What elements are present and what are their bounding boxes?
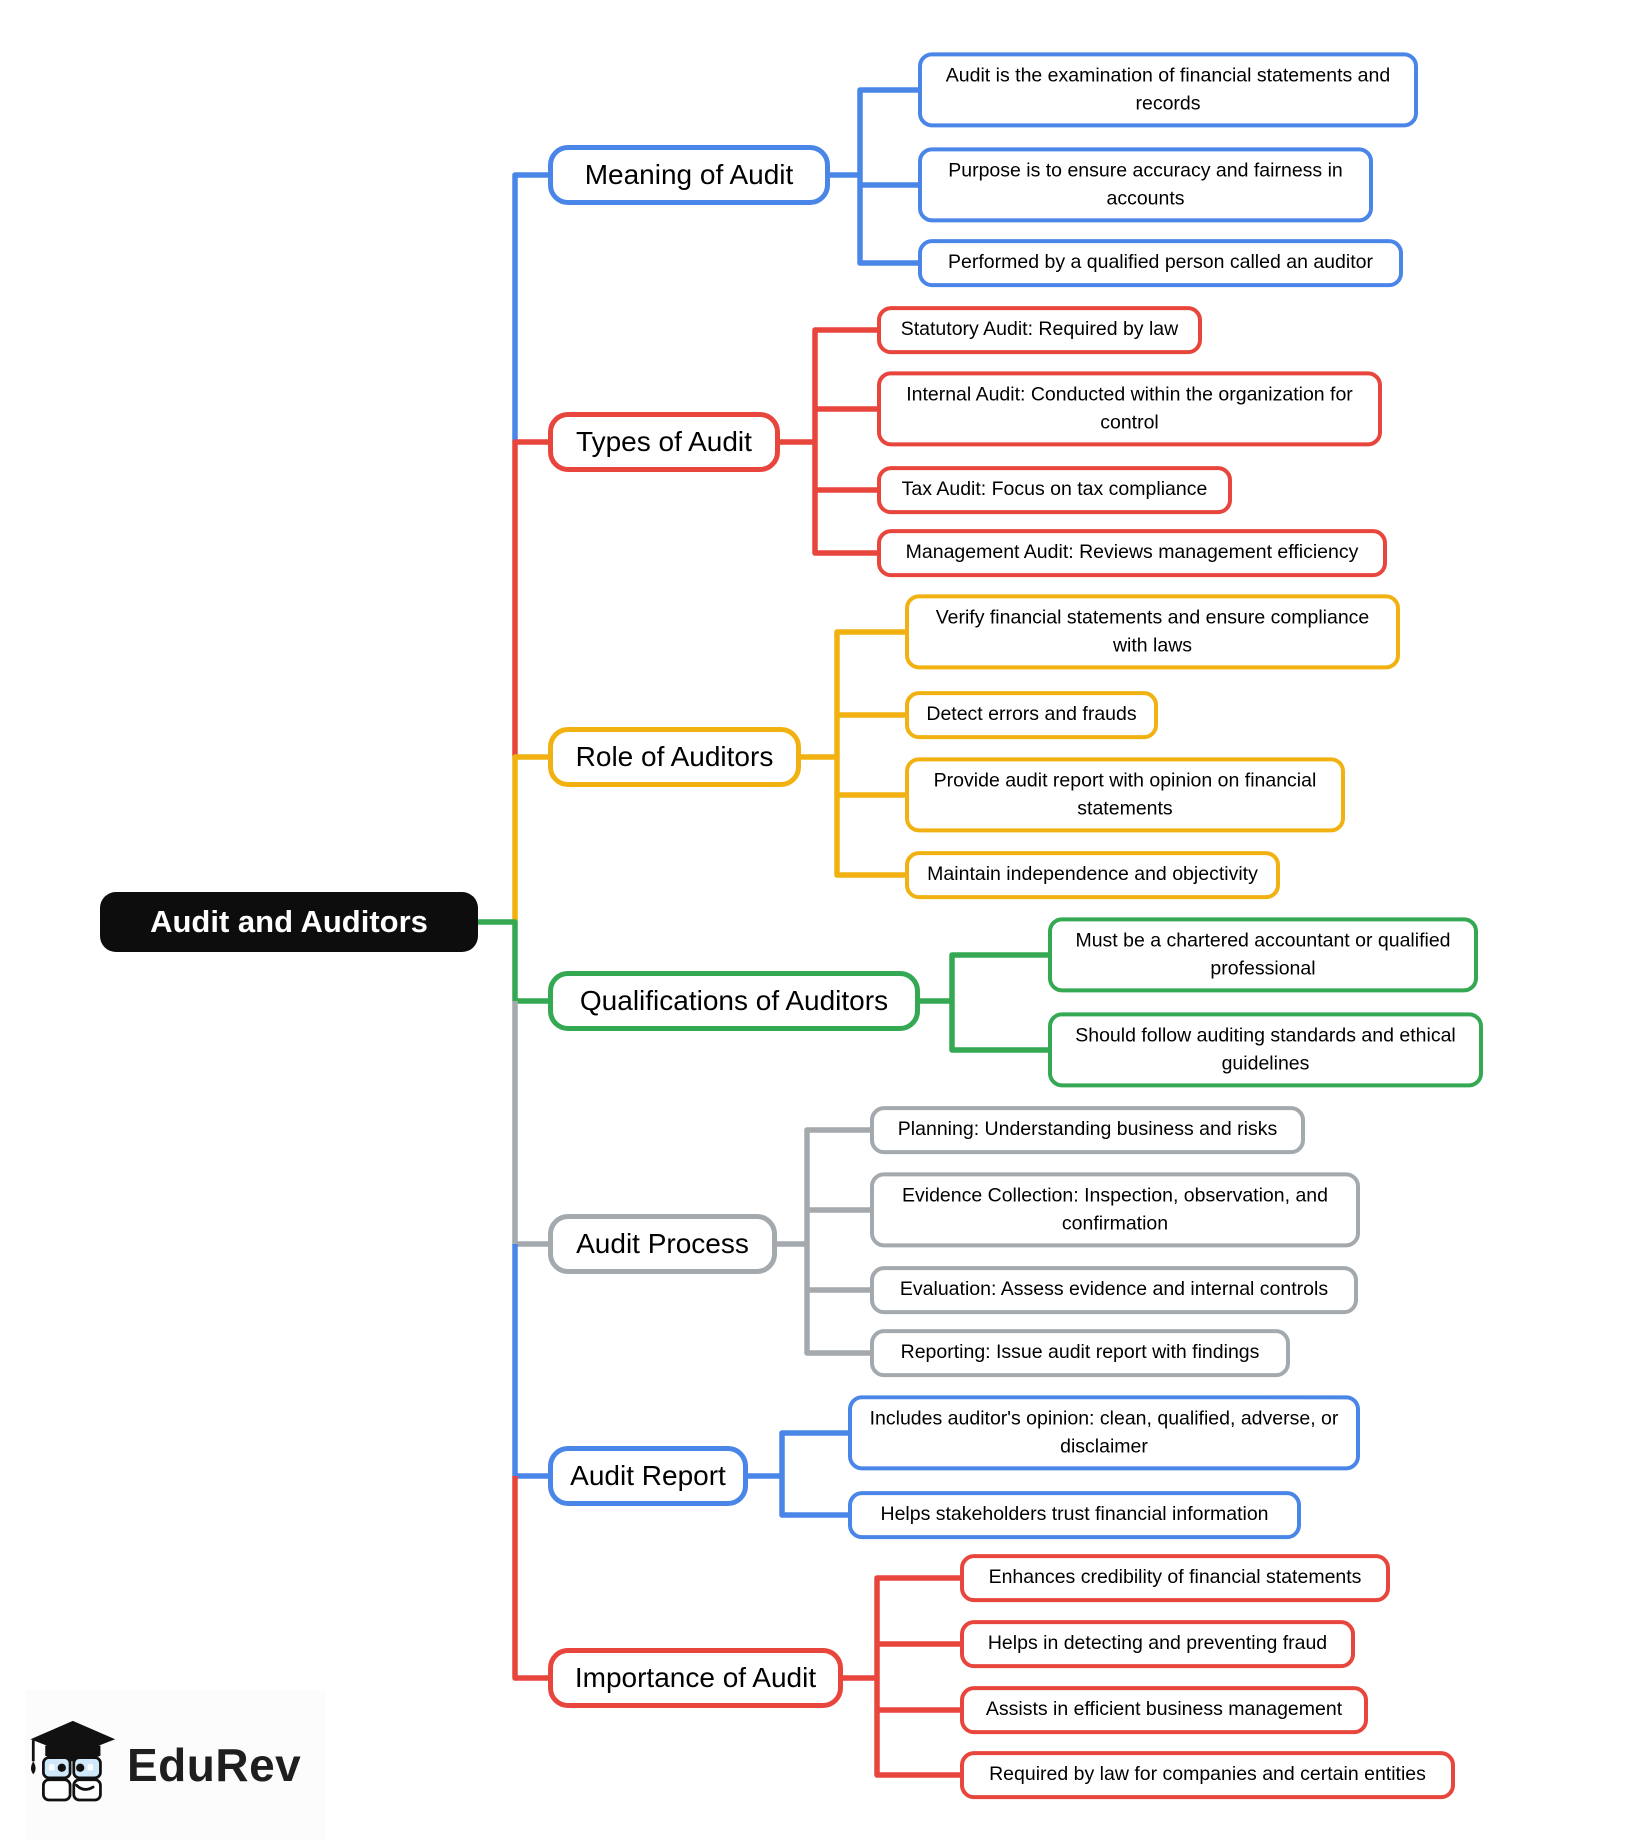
- child-node: Internal Audit: Conducted within the org…: [877, 371, 1382, 447]
- child-node: Detect errors and frauds: [905, 691, 1158, 739]
- branch-node-importance-of-audit: Importance of Audit: [548, 1648, 843, 1708]
- connector-branch-meaning: [512, 87, 918, 442]
- connector-branch-role: [512, 629, 905, 922]
- branch-node-audit-report: Audit Report: [548, 1446, 748, 1506]
- root-node: Audit and Auditors: [100, 892, 478, 952]
- branch-node-meaning-of-audit: Meaning of Audit: [548, 145, 830, 205]
- child-node: Enhances credibility of financial statem…: [960, 1554, 1390, 1602]
- child-node: Audit is the examination of financial st…: [918, 52, 1418, 128]
- child-node: Must be a chartered accountant or qualif…: [1048, 917, 1478, 993]
- branch-node-qualifications: Qualifications of Auditors: [548, 971, 920, 1031]
- child-node: Planning: Understanding business and ris…: [870, 1106, 1305, 1154]
- branch-node-audit-process: Audit Process: [548, 1214, 777, 1274]
- child-node: Required by law for companies and certai…: [960, 1751, 1455, 1799]
- child-node: Maintain independence and objectivity: [905, 851, 1280, 899]
- child-node: Reporting: Issue audit report with findi…: [870, 1329, 1290, 1377]
- child-node: Statutory Audit: Required by law: [877, 306, 1202, 354]
- edurev-mascot-icon: [30, 1720, 116, 1802]
- edurev-logo: EduRev: [25, 1690, 325, 1840]
- child-node: Helps stakeholders trust financial infor…: [848, 1491, 1301, 1539]
- child-node: Assists in efficient business management: [960, 1686, 1368, 1734]
- child-node: Provide audit report with opinion on fin…: [905, 757, 1345, 833]
- edurev-logo-text: EduRev: [127, 1739, 302, 1791]
- child-node: Should follow auditing standards and eth…: [1048, 1012, 1483, 1088]
- child-node: Evaluation: Assess evidence and internal…: [870, 1266, 1358, 1314]
- child-node: Purpose is to ensure accuracy and fairne…: [918, 147, 1373, 223]
- child-node: Evidence Collection: Inspection, observa…: [870, 1172, 1360, 1248]
- connector-branch-process: [512, 1001, 870, 1356]
- child-node: Helps in detecting and preventing fraud: [960, 1620, 1355, 1668]
- branch-node-role-of-auditors: Role of Auditors: [548, 727, 801, 787]
- child-node: Tax Audit: Focus on tax compliance: [877, 466, 1232, 514]
- child-node: Management Audit: Reviews management eff…: [877, 529, 1387, 577]
- connector-branch-types: [512, 327, 877, 757]
- connector-branch-importance: [512, 1476, 960, 1778]
- child-node: Verify financial statements and ensure c…: [905, 594, 1400, 670]
- child-node: Includes auditor's opinion: clean, quali…: [848, 1395, 1360, 1471]
- connector-branch-qualifications: [478, 919, 1048, 1053]
- branch-node-types-of-audit: Types of Audit: [548, 412, 780, 472]
- child-node: Performed by a qualified person called a…: [918, 239, 1403, 287]
